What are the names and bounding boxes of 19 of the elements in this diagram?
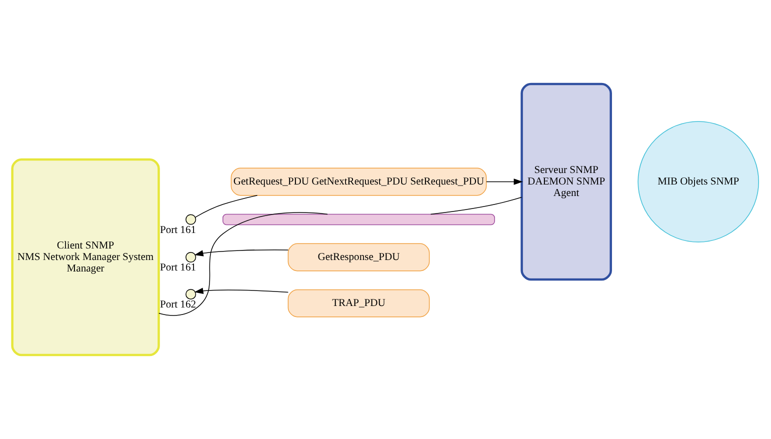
node-box: Serveur SNMP DAEMON SNMP Agent bbox=[520, 82, 612, 281]
arrow bbox=[194, 288, 289, 294]
node-bar bbox=[222, 214, 495, 226]
arrow bbox=[194, 250, 289, 256]
connector bbox=[430, 196, 522, 215]
node-circle bbox=[186, 288, 196, 300]
node-circle bbox=[186, 252, 196, 263]
node-circle bbox=[186, 214, 196, 225]
connector bbox=[195, 195, 258, 218]
node-box: GetResponse_PDU bbox=[288, 243, 430, 272]
node-box: GetRequest_PDU GetNextRequest_PDU SetRequest_PDU bbox=[230, 168, 487, 196]
node-label: Port 161 bbox=[160, 224, 196, 236]
node-label: Port 161 bbox=[160, 262, 196, 274]
arrow bbox=[486, 178, 523, 185]
connector bbox=[158, 212, 328, 316]
node-label: Port 162 bbox=[160, 300, 196, 311]
node-box: TRAP_PDU bbox=[288, 289, 430, 318]
node-box: Client SNMP NMS Network Manager System Manager bbox=[11, 158, 160, 356]
node-circle: MIB Objets SNMP bbox=[638, 121, 760, 242]
